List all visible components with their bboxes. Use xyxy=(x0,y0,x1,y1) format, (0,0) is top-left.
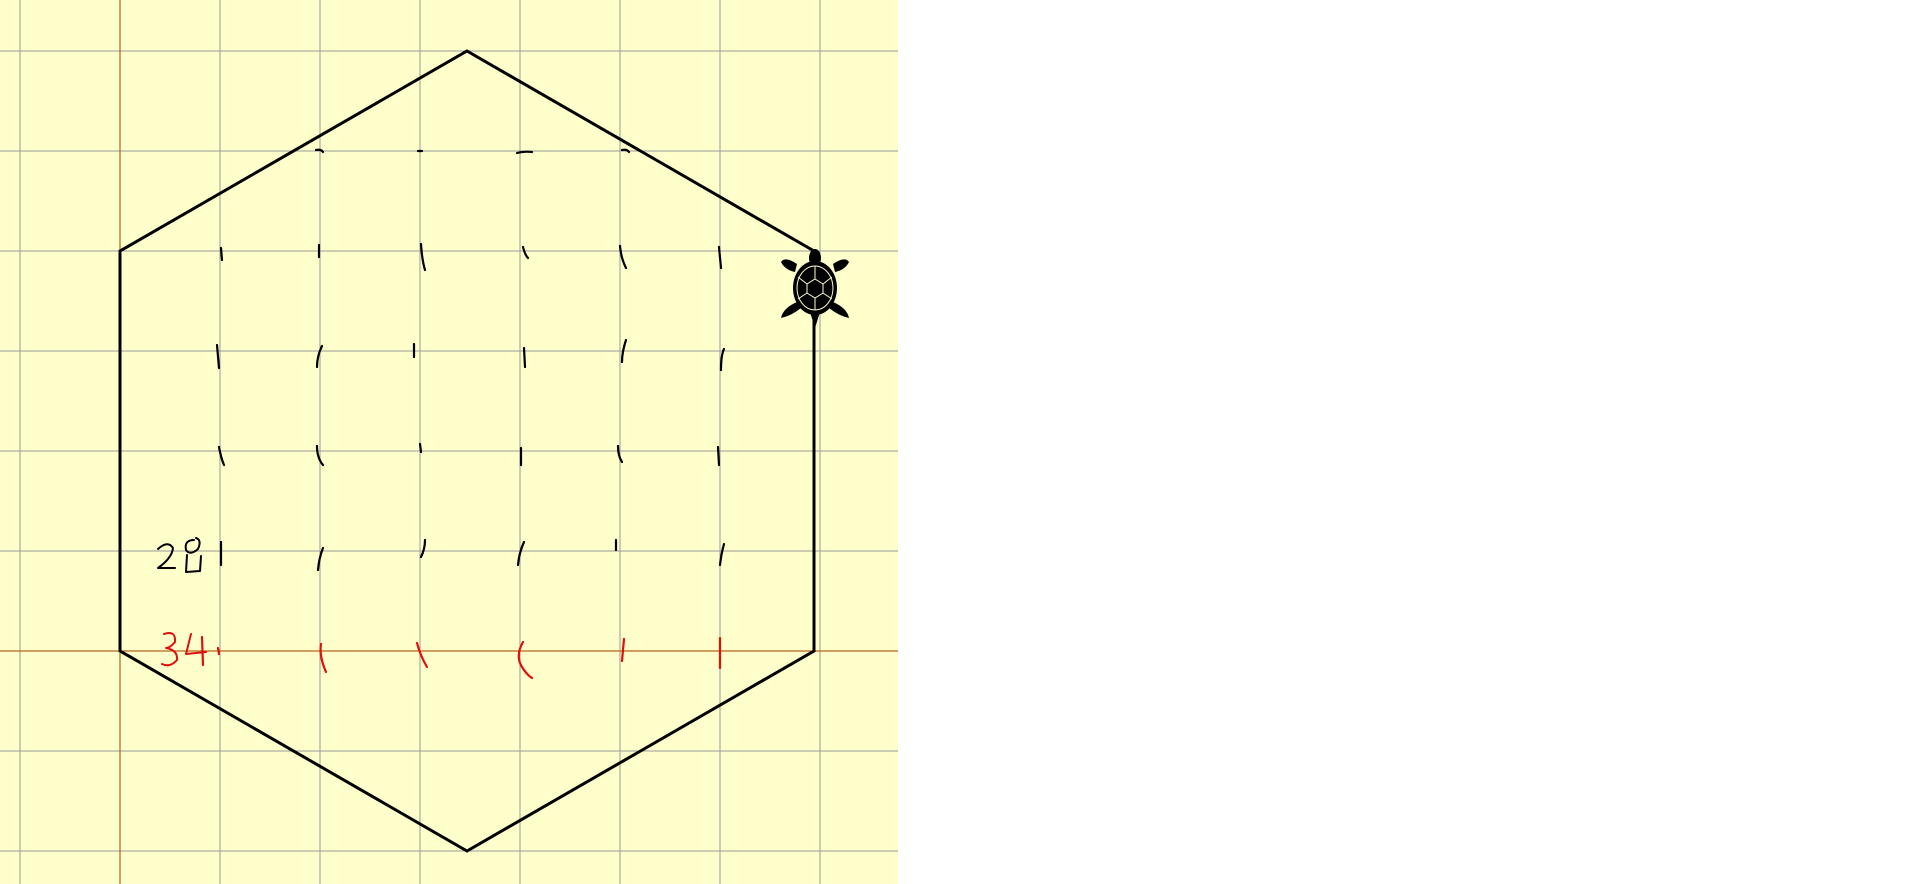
grid-lines xyxy=(0,0,898,884)
canvas-background xyxy=(0,0,898,884)
turtle-icon[interactable] xyxy=(781,249,849,328)
black-tick-marks xyxy=(215,148,726,572)
turtle-canvas[interactable]: 28 34 xyxy=(0,0,898,884)
canvas-svg: 28 34 xyxy=(0,0,898,884)
blank-area xyxy=(898,0,1914,884)
red-tick-marks xyxy=(200,635,722,680)
label-28-drawing xyxy=(157,537,202,573)
label-34-drawing xyxy=(161,632,207,667)
